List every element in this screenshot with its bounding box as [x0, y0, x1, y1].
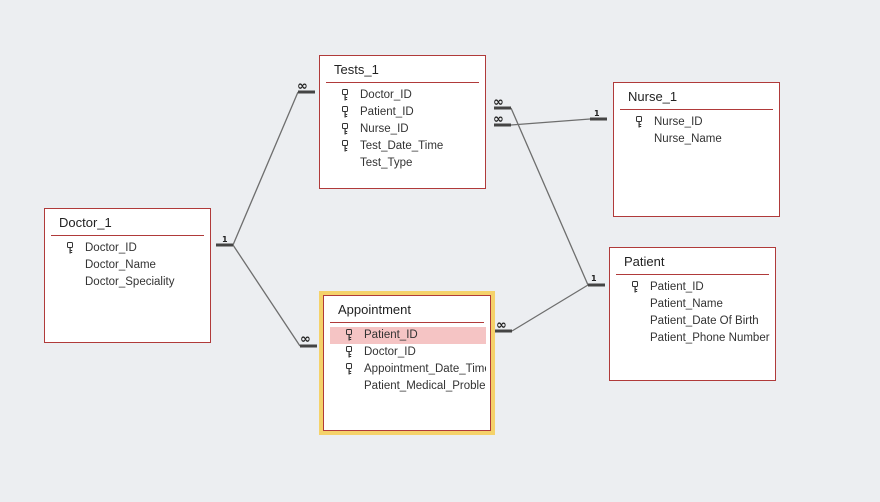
table-title[interactable]: Nurse_1: [620, 83, 773, 110]
field-name: Patient_ID: [360, 106, 414, 118]
cardinality-one-doctor-tests: 1: [222, 235, 228, 244]
field-name: Doctor_Name: [85, 259, 156, 271]
field-row[interactable]: Doctor_Speciality: [45, 274, 206, 291]
primary-key-icon: [636, 116, 642, 128]
field-name: Nurse_ID: [360, 123, 409, 135]
cardinality-many-tests-patient: ∞: [493, 95, 504, 110]
field-name: Nurse_ID: [654, 116, 703, 128]
table-title[interactable]: Tests_1: [326, 56, 479, 83]
primary-key-icon: [342, 106, 348, 118]
field-row[interactable]: Appointment_Date_Time: [324, 361, 486, 378]
cardinality-many-appointment-patient: ∞: [496, 318, 507, 333]
field-name: Doctor_ID: [85, 242, 137, 254]
field-name: Patient_ID: [650, 281, 704, 293]
primary-key-icon: [346, 363, 352, 375]
field-row[interactable]: Patient_Date Of Birth: [610, 313, 771, 330]
field-name: Patient_Phone Number: [650, 332, 770, 344]
relationship-line-tests-nurse[interactable]: [510, 118, 591, 126]
field-row[interactable]: Patient_ID: [330, 327, 486, 344]
field-row[interactable]: Patient_Phone Number: [610, 330, 771, 347]
field-list: Patient_ID Doctor_ID Appointment_Date_Time…: [324, 327, 490, 395]
field-list: Doctor_ID Patient_ID Nurse_ID Test_Date_Tim…: [320, 87, 485, 172]
primary-key-icon: [342, 140, 348, 152]
relationship-line-doctor-tests[interactable]: [232, 91, 299, 246]
primary-key-icon: [67, 242, 73, 254]
field-row[interactable]: Doctor_ID: [45, 240, 206, 257]
primary-key-icon: [342, 89, 348, 101]
primary-key-icon: [632, 281, 638, 293]
field-name: Patient_ID: [364, 329, 418, 341]
field-list: Nurse_ID Nurse_Name: [614, 114, 779, 148]
field-row[interactable]: Patient_Medical_Problem: [324, 378, 486, 395]
relationship-line-doctor-appointment[interactable]: [232, 244, 301, 347]
table-title[interactable]: Appointment: [330, 296, 484, 323]
field-row[interactable]: Patient_ID: [320, 104, 481, 121]
field-row[interactable]: Patient_ID: [610, 279, 771, 296]
relationship-line-appointment-patient[interactable]: [511, 284, 589, 332]
field-row[interactable]: Nurse_Name: [614, 131, 775, 148]
primary-key-icon: [342, 123, 348, 135]
primary-key-icon: [346, 346, 352, 358]
field-row[interactable]: Patient_Name: [610, 296, 771, 313]
field-row[interactable]: Doctor_ID: [324, 344, 486, 361]
field-row[interactable]: Doctor_ID: [320, 87, 481, 104]
field-name: Test_Type: [360, 157, 413, 169]
field-name: Patient_Medical_Problem: [364, 380, 486, 392]
cardinality-many-tests-doctor: ∞: [297, 79, 308, 94]
field-row[interactable]: Test_Date_Time: [320, 138, 481, 155]
field-name: Nurse_Name: [654, 133, 722, 145]
cardinality-one-nurse: 1: [594, 109, 600, 118]
field-row[interactable]: Doctor_Name: [45, 257, 206, 274]
field-name: Patient_Name: [650, 298, 723, 310]
field-row[interactable]: Nurse_ID: [614, 114, 775, 131]
cardinality-many-tests-nurse: ∞: [493, 112, 504, 127]
field-row[interactable]: Test_Type: [320, 155, 481, 172]
cardinality-one-patient: 1: [591, 274, 597, 283]
table-title[interactable]: Doctor_1: [51, 209, 204, 236]
relationship-line-tests-patient[interactable]: [510, 107, 589, 286]
cardinality-many-appointment-doctor: ∞: [300, 332, 311, 347]
table-nurse[interactable]: Nurse_1 Nurse_ID Nurse_Name: [613, 82, 780, 217]
table-title[interactable]: Patient: [616, 248, 769, 275]
field-name: Doctor_ID: [364, 346, 416, 358]
table-tests[interactable]: Tests_1 Doctor_ID Patient_ID Nurse_ID Test_…: [319, 55, 486, 189]
field-name: Appointment_Date_Time: [364, 363, 486, 375]
field-row[interactable]: Nurse_ID: [320, 121, 481, 138]
field-name: Doctor_ID: [360, 89, 412, 101]
table-appointment[interactable]: Appointment Patient_ID Doctor_ID Appointme…: [319, 291, 495, 435]
primary-key-icon: [346, 329, 352, 341]
field-name: Doctor_Speciality: [85, 276, 175, 288]
field-name: Test_Date_Time: [360, 140, 444, 152]
field-name: Patient_Date Of Birth: [650, 315, 759, 327]
